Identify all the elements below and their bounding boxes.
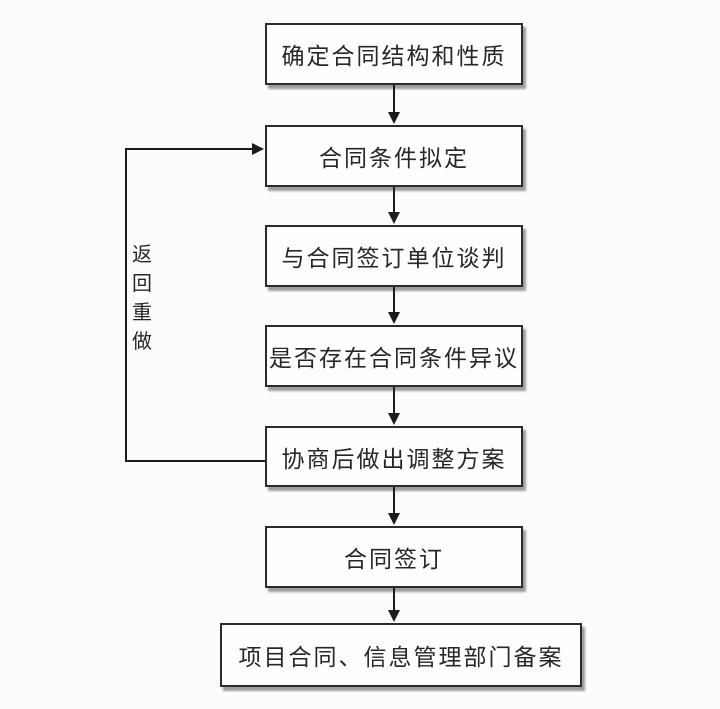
feedback-loop-top-line (125, 148, 253, 150)
flow-node-label: 是否存在合同条件异议 (269, 346, 519, 371)
arrow-down-icon (388, 312, 400, 324)
flow-node-step-7: 项目合同、信息管理部门备案 (220, 623, 582, 687)
arrow-down-icon (388, 513, 400, 525)
flow-node-step-2: 合同条件拟定 (265, 125, 523, 187)
flow-node-label: 与合同签订单位谈判 (281, 246, 507, 271)
flow-node-step-6: 合同签订 (265, 526, 523, 588)
flow-node-label: 合同签订 (344, 547, 444, 572)
connector-line (393, 487, 395, 514)
arrow-down-icon (388, 413, 400, 425)
connector-line (393, 387, 395, 414)
feedback-loop-bottom-line (125, 460, 265, 462)
flow-node-label: 确定合同结构和性质 (281, 44, 507, 69)
arrow-right-icon (252, 143, 264, 155)
feedback-loop-label: 返回重做 (132, 244, 152, 353)
flow-node-step-3: 与合同签订单位谈判 (265, 225, 523, 287)
flow-node-label: 合同条件拟定 (319, 146, 469, 171)
connector-line (393, 85, 395, 113)
arrow-down-icon (388, 610, 400, 622)
flow-node-step-1: 确定合同结构和性质 (265, 23, 523, 85)
arrow-down-icon (388, 212, 400, 224)
flow-node-step-5: 协商后做出调整方案 (265, 426, 523, 487)
connector-line (393, 588, 395, 611)
feedback-loop-vertical-line (125, 148, 127, 462)
connector-line (393, 187, 395, 213)
flow-node-label: 项目合同、信息管理部门备案 (238, 645, 564, 670)
flow-node-label: 协商后做出调整方案 (281, 446, 507, 472)
arrow-down-icon (388, 112, 400, 124)
flow-node-step-4: 是否存在合同条件异议 (265, 325, 523, 387)
connector-line (393, 287, 395, 313)
